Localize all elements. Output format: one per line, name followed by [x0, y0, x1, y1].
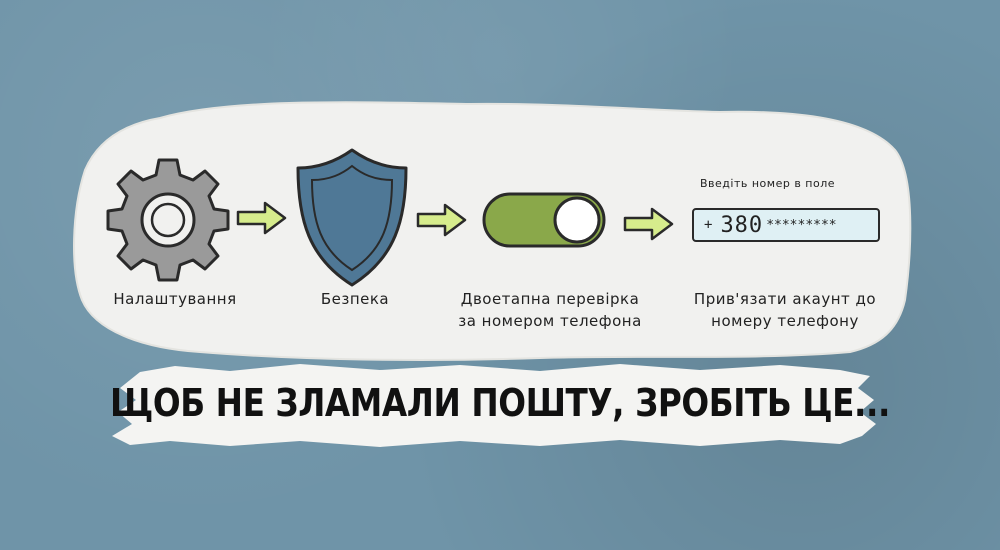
arrow-icon [623, 207, 674, 241]
step-label-line: Двоетапна перевірка [460, 290, 640, 308]
gear-icon [106, 158, 230, 282]
phone-code: 380 [720, 212, 764, 238]
arrow-icon [416, 203, 467, 237]
step-label-text: Налаштування [113, 290, 237, 308]
step-label-bind-phone: Прив'язати акаунт до номеру телефону [675, 288, 895, 332]
step-label-line: Прив'язати акаунт до [693, 290, 877, 308]
step-label-text: Безпека [320, 290, 390, 308]
step-label-line: за номером телефона [458, 312, 642, 330]
arrow-icon [236, 201, 287, 235]
shield-icon [296, 148, 408, 287]
phone-hint: Введіть номер в поле [700, 177, 836, 190]
phone-mask: ********* [766, 217, 837, 233]
step-label-two-step: Двоетапна перевірка за номером телефона [440, 288, 660, 332]
phone-input: + 380 ********* [692, 208, 880, 242]
torn-paper-strip [112, 364, 876, 447]
step-label-security: Безпека [300, 288, 410, 310]
step-label-line: номеру телефону [711, 312, 859, 330]
step-label-settings: Налаштування [100, 288, 250, 310]
headline: ЩОБ НЕ ЗЛАМАЛИ ПОШТУ, ЗРОБІТЬ ЦЕ... [110, 381, 890, 425]
toggle-icon [482, 192, 606, 248]
phone-prefix: + [704, 217, 713, 233]
